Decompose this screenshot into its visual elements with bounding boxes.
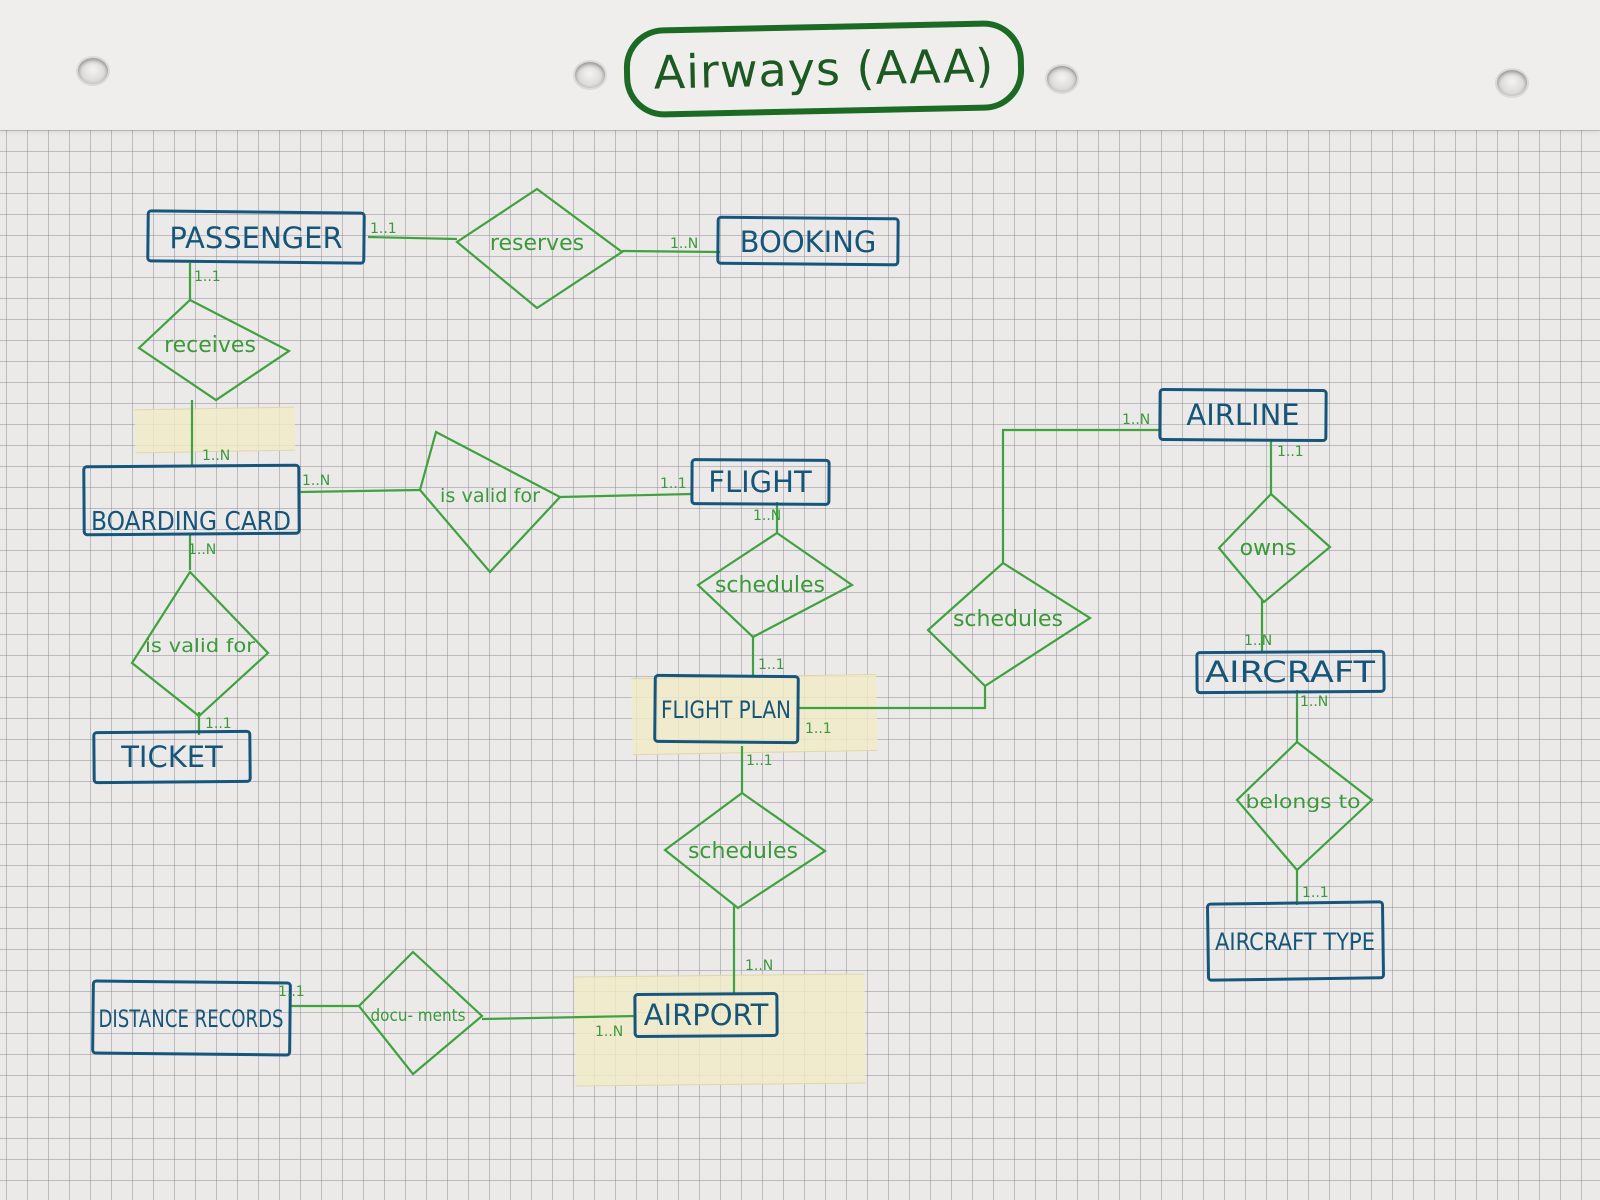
card-flightplan-airport: 1..1 [746,753,773,769]
rel-owns-label: owns [1240,536,1297,561]
card-aircraft-owns: 1..N [1244,633,1272,649]
connector-documents-airport [481,1014,637,1021]
entity-airport: AIRPORT [644,998,769,1032]
entity-aircraft-box [1195,649,1386,695]
card-flightplan-schedules: 1..1 [758,657,785,673]
entity-booking-box [716,215,900,267]
card-boarding-receives: 1..N [202,448,230,464]
rel-reserves-label: reserves [490,231,584,256]
card-aircraft-belongs: 1..N [1300,694,1328,710]
rel-bcflight-label: is valid for [440,485,540,507]
connector-boarding-isvalid [299,488,421,494]
entity-flight-plan: FLIGHT PLAN [661,696,791,724]
card-boarding-flight: 1..N [302,473,330,489]
punch-hole [1047,66,1077,92]
card-distance-documents: 1..1 [278,984,305,1000]
rel-schedairline-label: schedules [953,607,1063,632]
rel-schedairport-diamond [663,791,827,910]
entity-aircraft-type: AIRCRAFT TYPE [1215,928,1375,956]
card-airline-owns: 1..1 [1277,444,1304,460]
entity-aircraft: AIRCRAFT [1205,655,1375,689]
rel-receives-diamond [137,298,292,402]
card-passenger-receives: 1..1 [194,269,221,285]
card-flight-schedules: 1..N [753,508,781,524]
card-boarding-ticket: 1..N [188,542,216,558]
entity-boardingcard-box [82,463,301,537]
rel-bcflight-diamond [418,430,562,574]
relationship-diamonds [130,187,1374,1076]
connector-isvalid-flight [559,492,693,499]
connector-reserves-booking [621,249,721,254]
rel-schedairline-diamond [926,561,1093,688]
rel-receives-label: receives [164,333,256,358]
rel-bcticket-diamond [130,570,270,718]
entity-ticket-box [92,729,252,785]
connector-airline-schedules [1001,428,1160,563]
rel-belongs-label: belongs to [1246,791,1361,813]
entity-booking: BOOKING [740,225,877,259]
entity-boarding-card: BOARDING CARD [91,507,291,537]
entity-passenger: PASSENGER [169,221,342,255]
card-flight-boarding: 1..1 [660,476,687,492]
entity-distance-records: DISTANCE RECORDS [99,1005,284,1033]
rel-documents-label: docu- ments [371,1006,466,1026]
connector-passenger-reserves [367,235,458,241]
rel-documents-diamond [357,950,484,1076]
rel-bcticket-label: is valid for [145,635,255,657]
card-airport-documents: 1..N [595,1024,623,1040]
entity-passenger-box [146,209,366,265]
card-flightplan-airline: 1..1 [805,721,832,737]
entity-flightplan-box [653,673,800,745]
entity-flight-box [690,458,831,506]
rel-belongs-diamond [1235,740,1374,872]
connector-schedules-flightplan2 [797,685,987,710]
entity-ticket: TICKET [120,740,223,774]
page-header-strip [0,0,1600,130]
rel-schedflight-label: schedules [715,573,825,598]
entity-airline-box [1158,387,1328,443]
relationship-labels: reserves receives is valid for is valid … [145,231,1361,1026]
entity-labels: PASSENGER BOOKING BOARDING CARD FLIGHT A… [91,221,1375,1033]
card-aircrafttype-belongs: 1..1 [1302,885,1329,901]
card-airport-schedules: 1..N [745,958,773,974]
rel-schedairport-label: schedules [688,839,798,864]
punch-hole [1497,70,1527,96]
entity-frames [82,209,1386,1057]
entity-aircrafttype-box [1206,900,1385,982]
punch-hole [575,62,605,88]
card-ticket-boarding: 1..1 [205,716,232,732]
entity-distancerecords-box [91,979,292,1057]
entity-airport-box [633,992,779,1038]
rel-reserves-diamond [455,187,624,310]
card-airline-schedules: 1..N [1122,412,1150,428]
card-passenger-reserves: 1..1 [370,221,397,237]
entity-flight: FLIGHT [708,465,812,499]
card-booking-reserves: 1..N [670,236,698,252]
rel-schedflight-diamond [696,531,855,639]
cardinality-labels: 1..1 1..N 1..1 1..N 1..N 1..1 1..N 1..1 … [188,221,1329,1040]
punch-hole [78,58,108,84]
rel-owns-diamond [1217,492,1332,604]
entity-airline: AIRLINE [1186,398,1299,432]
